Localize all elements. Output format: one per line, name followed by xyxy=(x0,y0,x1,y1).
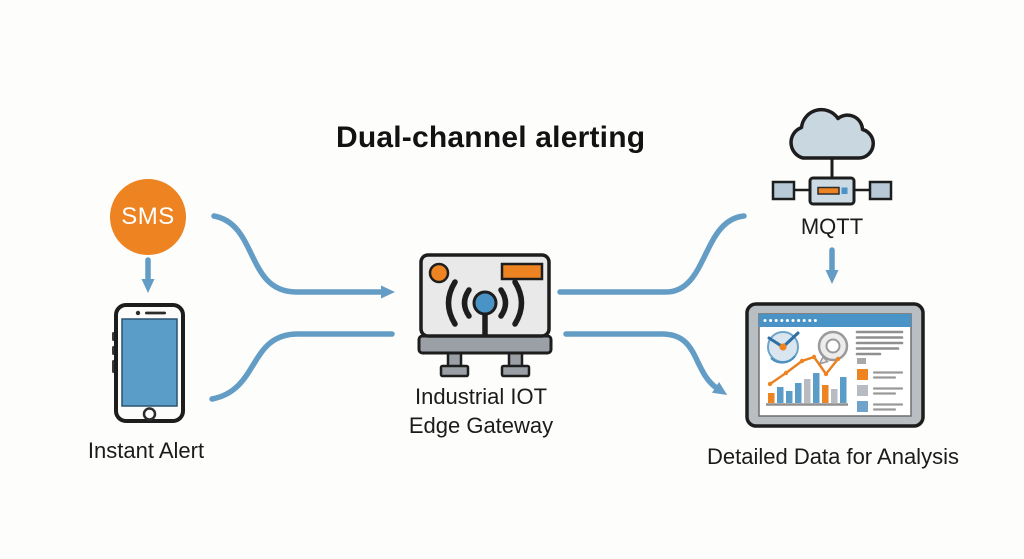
connector-sms-to-gateway xyxy=(211,213,395,299)
iot-gateway-icon xyxy=(417,253,553,378)
sms-badge-icon: SMS xyxy=(110,179,186,255)
text-lines-icon xyxy=(855,330,904,356)
gateway-label: Industrial IOT Edge Gateway xyxy=(381,382,581,440)
dashboard-label: Detailed Data for Analysis xyxy=(707,444,959,469)
small-block-icon xyxy=(857,358,866,364)
legend-icon xyxy=(857,369,904,412)
gateway-label-line2: Edge Gateway xyxy=(408,413,554,438)
instant-alert-label: Instant Alert xyxy=(87,438,205,463)
mqtt-label: MQTT xyxy=(800,214,864,239)
bar-chart-icon xyxy=(766,354,848,406)
connector-gateway-to-dashboard xyxy=(563,331,728,396)
connector-phone-to-gateway xyxy=(209,331,395,402)
gauge-icon xyxy=(767,331,800,364)
analytics-dashboard-icon xyxy=(745,302,925,428)
cloud-network-icon xyxy=(771,107,893,206)
connector-gateway-to-mqtt xyxy=(557,213,747,295)
sms-label: SMS xyxy=(121,203,175,230)
gateway-label-line1: Industrial IOT xyxy=(414,384,548,409)
diagram-title: Dual-channel alerting xyxy=(336,121,646,154)
speech-bubble-icon xyxy=(817,330,849,366)
smartphone-icon xyxy=(112,303,185,423)
dashboard-menu-dots xyxy=(763,319,817,322)
